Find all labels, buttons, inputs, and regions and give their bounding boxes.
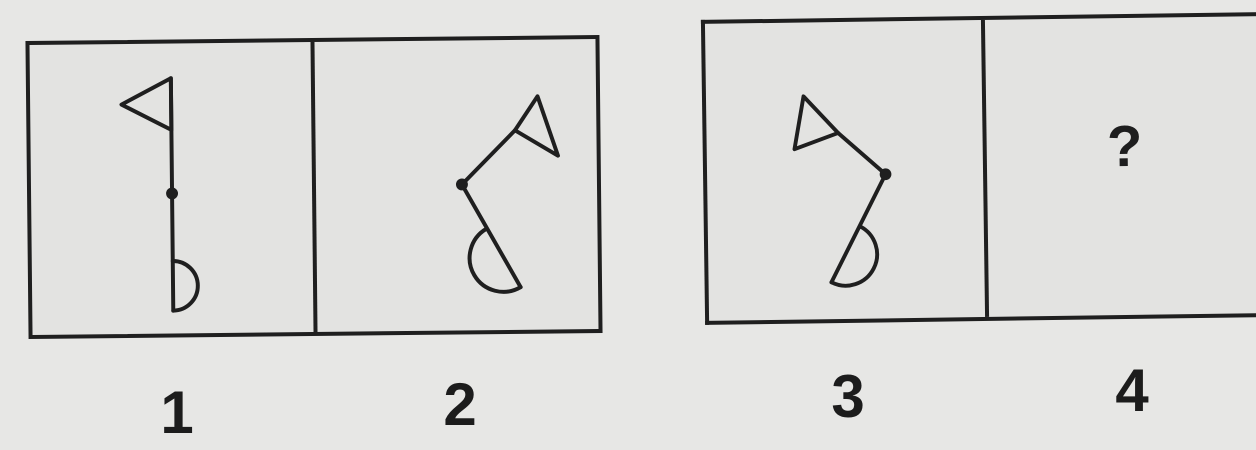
- panel-number-1: 1: [137, 378, 217, 447]
- panel-2: [310, 39, 598, 332]
- pivot-dot: [166, 187, 178, 199]
- lower-arm: [830, 174, 887, 282]
- flag-triangle: [515, 96, 558, 156]
- panel-number-3: 3: [808, 362, 888, 431]
- half-circle: [469, 229, 520, 293]
- panel-1-figure: [29, 42, 313, 335]
- panel-number-4: 4: [1092, 356, 1172, 425]
- flag-triangle: [794, 96, 839, 149]
- panel-group-right: ?: [701, 12, 1256, 325]
- panel-3-figure: [705, 20, 985, 321]
- panel-3: [705, 20, 985, 321]
- question-mark: ?: [986, 111, 1256, 182]
- panel-1: [29, 42, 313, 335]
- flag-triangle: [121, 78, 171, 130]
- upper-arm: [838, 132, 885, 175]
- panel-group-left: [25, 35, 602, 339]
- panel-2-figure: [314, 39, 598, 332]
- panel-number-2: 2: [420, 370, 500, 439]
- half-circle: [173, 261, 198, 311]
- upper-arm: [461, 130, 515, 184]
- panel-4: ?: [981, 16, 1256, 317]
